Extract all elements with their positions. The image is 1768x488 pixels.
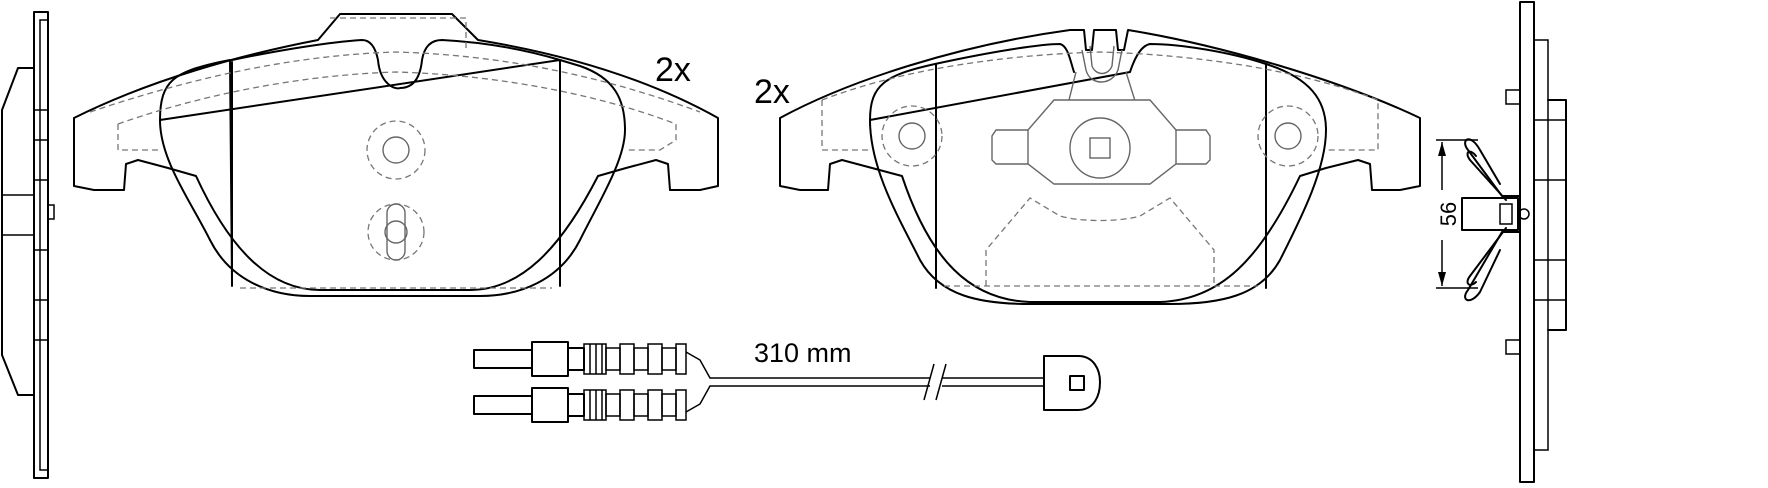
right-side-profile	[1505, 1, 1567, 483]
wire-length-label: 310 mm	[754, 338, 852, 368]
quantity-label-right: 2x	[754, 73, 790, 111]
right-brake-pad	[779, 29, 1421, 305]
spring-clip-side-view	[1436, 138, 1530, 302]
wear-sensor	[473, 341, 1101, 423]
spring-dimension-label: 56	[1436, 202, 1461, 226]
left-side-profile	[1, 11, 55, 479]
left-brake-pad	[73, 13, 719, 297]
quantity-label-left: 2x	[655, 51, 691, 89]
